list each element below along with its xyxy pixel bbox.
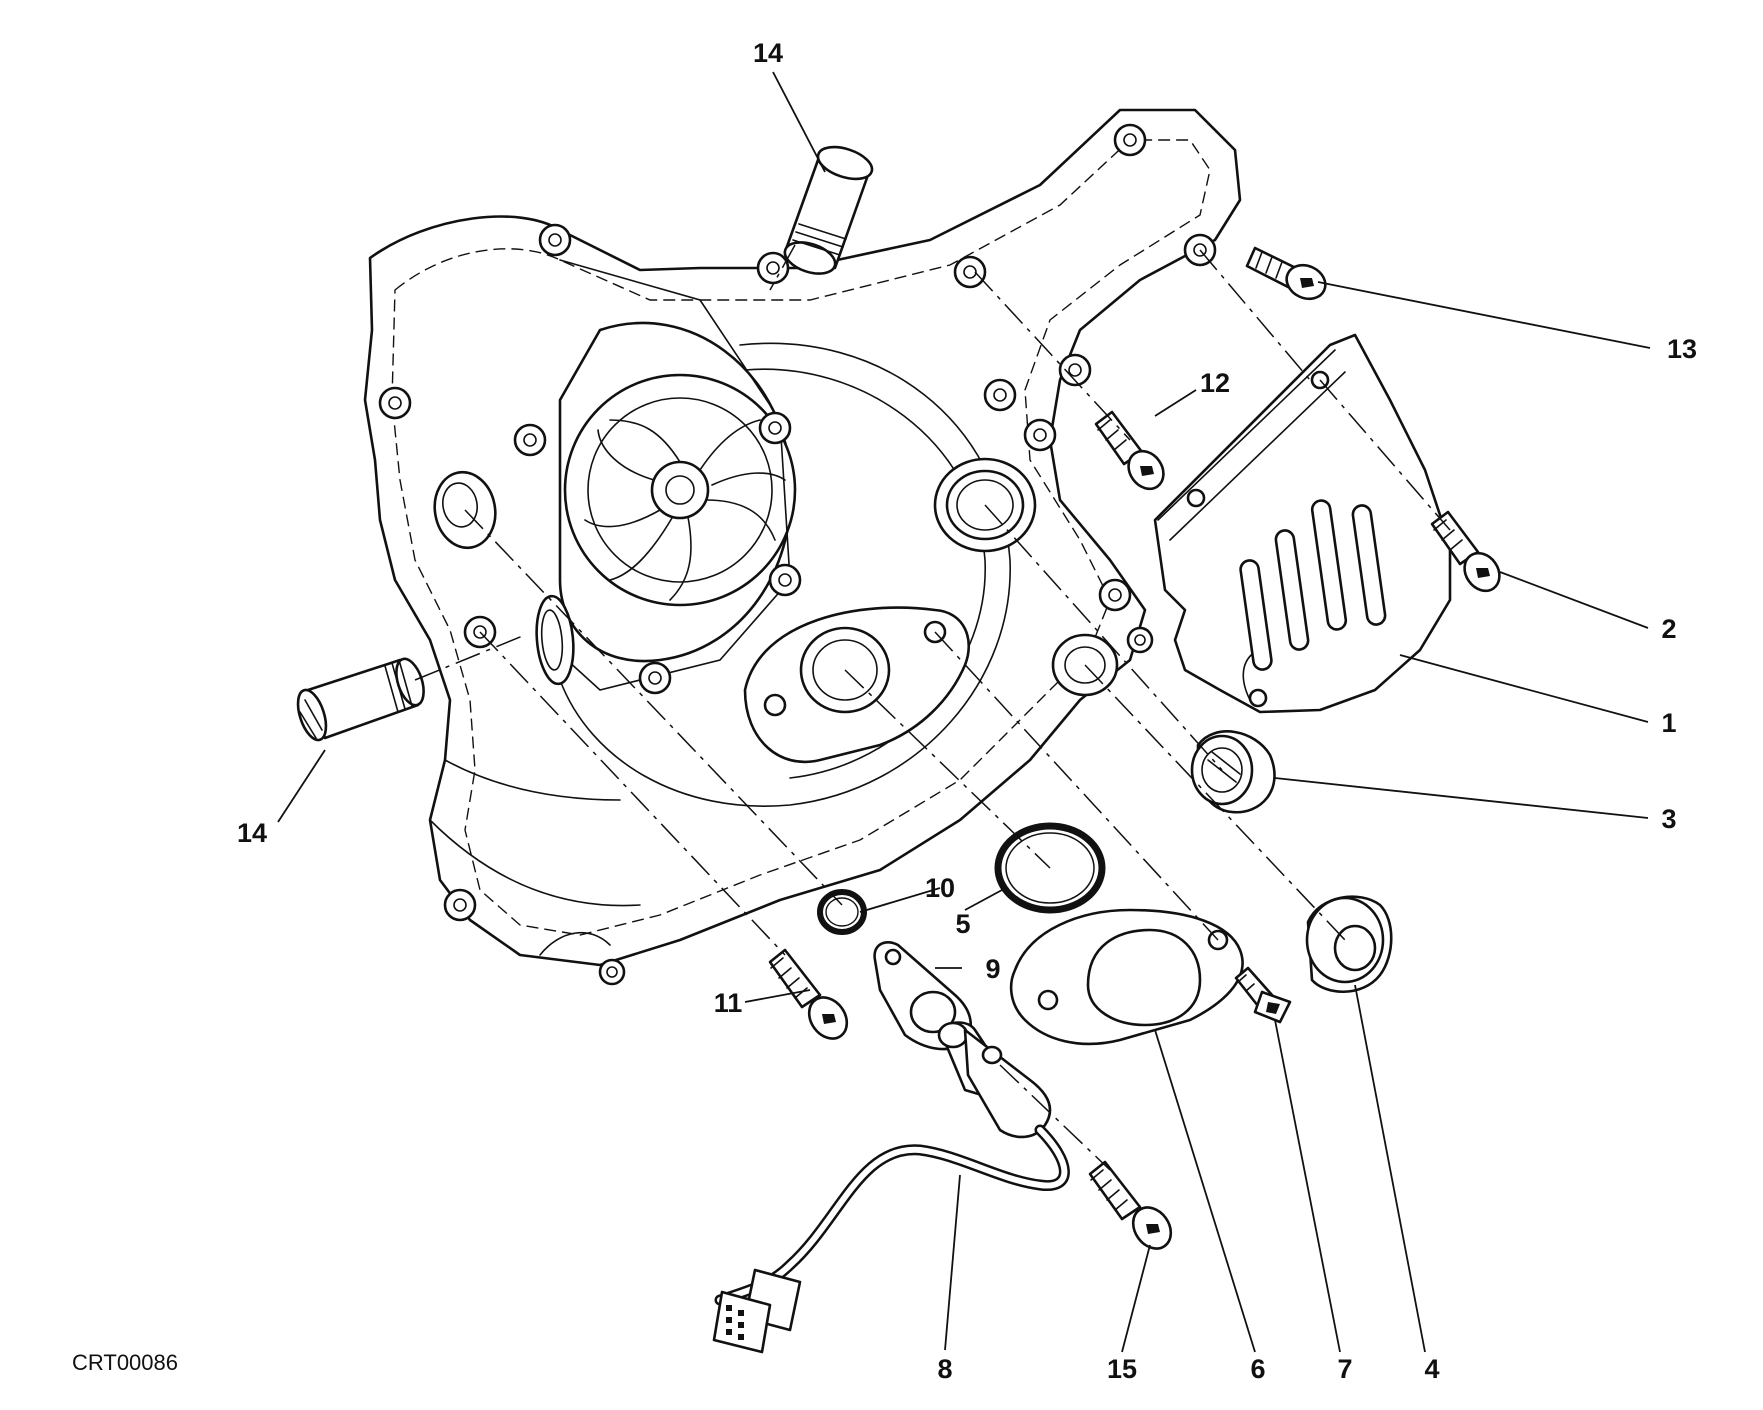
- callout-7: 7: [1337, 1354, 1352, 1384]
- callout-10: 10: [925, 873, 955, 903]
- crankcase-cover: [363, 108, 1242, 967]
- screw-2: [1430, 510, 1501, 593]
- callout-11: 11: [714, 988, 743, 1018]
- pickup-sensor-8: [712, 1021, 1070, 1354]
- sprocket-guard: [1153, 333, 1452, 714]
- assembly-axis-lines: [414, 244, 1451, 1171]
- seal-10: [817, 889, 867, 935]
- screw-13: [1245, 246, 1327, 301]
- callout-8: 8: [937, 1354, 952, 1384]
- cover-bolt-bosses: [378, 123, 1217, 986]
- callout-15: 15: [1107, 1354, 1137, 1384]
- screw-7: [1234, 966, 1292, 1024]
- callout-labels: 14 13 12 2 1 3 14 10 5 9 11 8 15 6 7 4: [237, 38, 1697, 1384]
- spacer-3: [1190, 730, 1276, 814]
- bushing-4: [1305, 895, 1393, 994]
- plug-14-top: [783, 145, 874, 275]
- callout-14-left: 14: [237, 818, 267, 848]
- callout-3: 3: [1661, 804, 1676, 834]
- plate-6: [1009, 908, 1244, 1046]
- callout-12: 12: [1200, 368, 1230, 398]
- callout-14-top: 14: [753, 38, 783, 68]
- water-pump-impeller: [544, 259, 797, 691]
- callout-13: 13: [1667, 334, 1697, 364]
- callout-9: 9: [985, 954, 1000, 984]
- o-ring-5: [994, 822, 1106, 914]
- callout-5: 5: [955, 909, 970, 939]
- screw-15: [1088, 1160, 1173, 1250]
- callout-6: 6: [1250, 1354, 1265, 1384]
- callout-2: 2: [1661, 614, 1676, 644]
- plug-14-left: [296, 657, 425, 742]
- callout-1: 1: [1661, 708, 1676, 738]
- screw-12: [1094, 410, 1165, 491]
- leader-lines: [277, 71, 1651, 1353]
- screw-11: [768, 948, 849, 1040]
- figure-reference-code: CRT00086: [72, 1350, 178, 1375]
- callout-4: 4: [1424, 1354, 1439, 1384]
- bracket-9: [873, 940, 973, 1051]
